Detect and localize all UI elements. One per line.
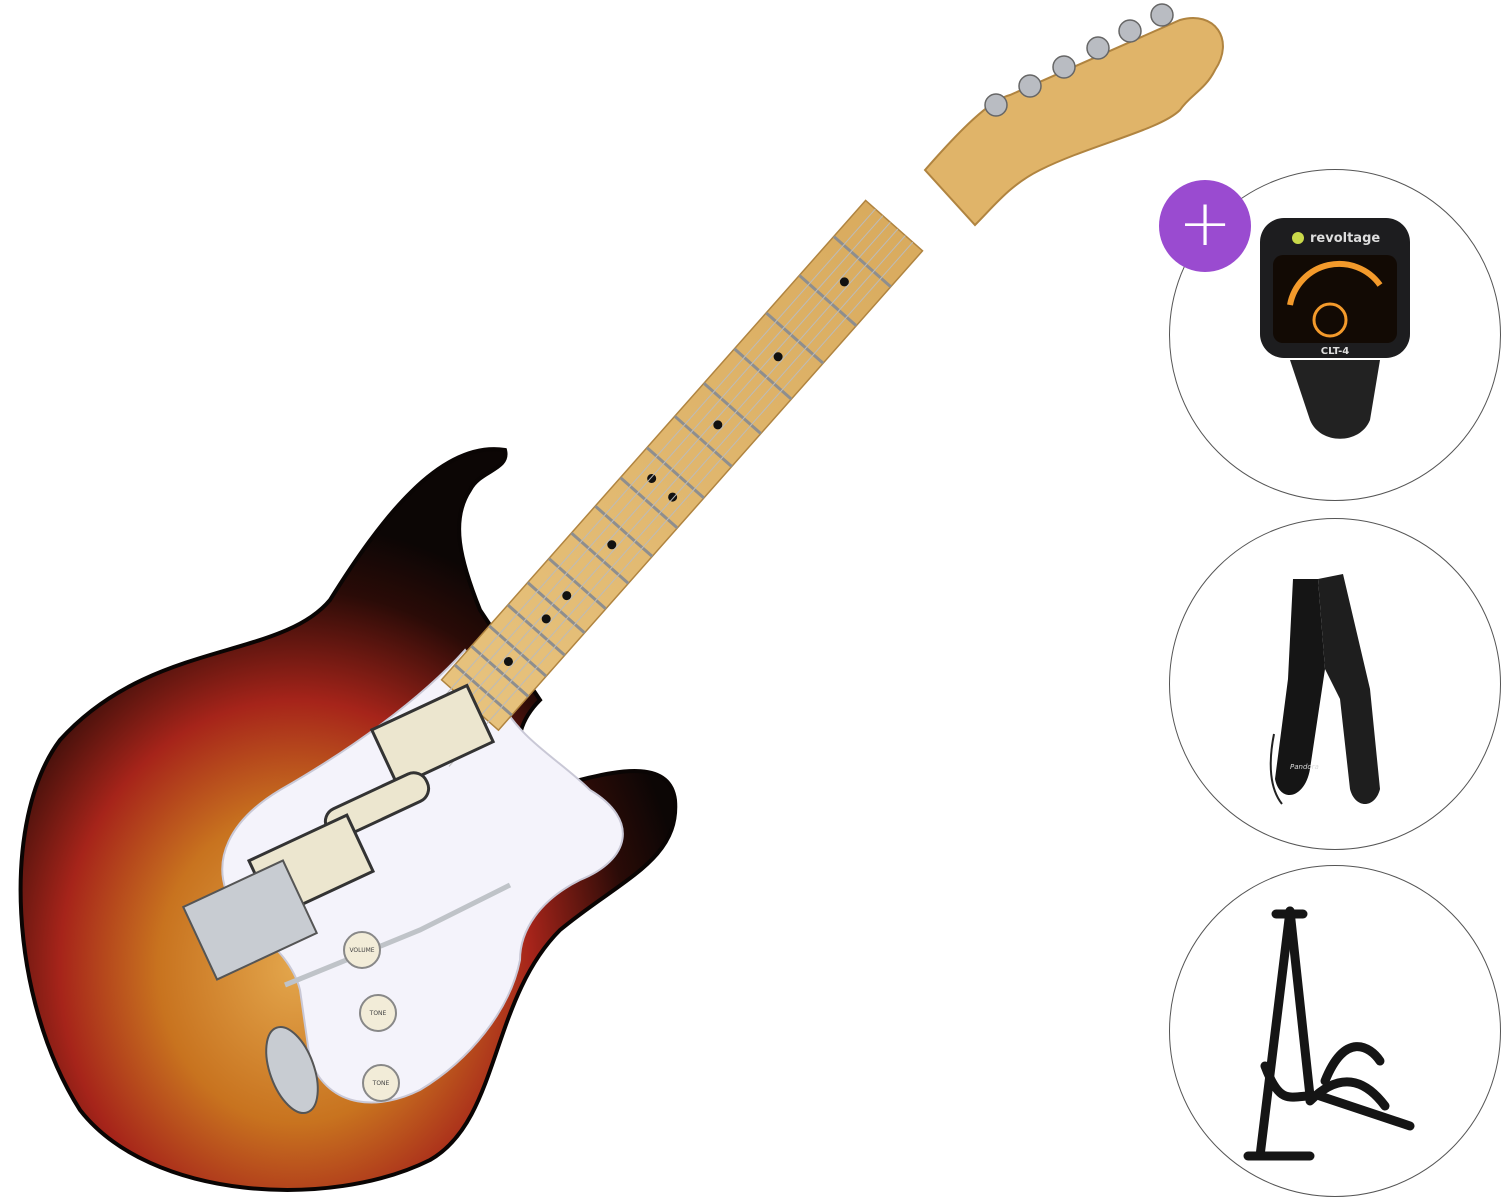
accessory-strap[interactable]: Pandora [1169, 518, 1501, 850]
tuner-model: CLT-4 [1321, 346, 1350, 357]
bridge [181, 859, 319, 981]
pickguard [221, 648, 624, 1104]
output-jack [265, 1026, 319, 1114]
knob-label: TONE [369, 1010, 387, 1017]
tuner-brand: revoltage [1310, 231, 1380, 246]
plus-badge: + [1159, 180, 1251, 272]
fret-dots [503, 277, 849, 667]
tremolo-arm [284, 882, 512, 988]
knob-label: VOLUME [349, 947, 374, 954]
guitar-neck [440, 199, 924, 732]
knob-label: TONE [372, 1080, 390, 1087]
strap-brand: Pandora [1290, 763, 1319, 771]
strap-icon: Pandora [1269, 574, 1380, 805]
stand-icon [1243, 906, 1415, 1161]
control-knobs [343, 931, 400, 1102]
accessory-stand[interactable] [1169, 865, 1501, 1197]
tuning-pegs [984, 3, 1174, 117]
tuner-icon: revoltage CLT-4 [1260, 218, 1410, 439]
